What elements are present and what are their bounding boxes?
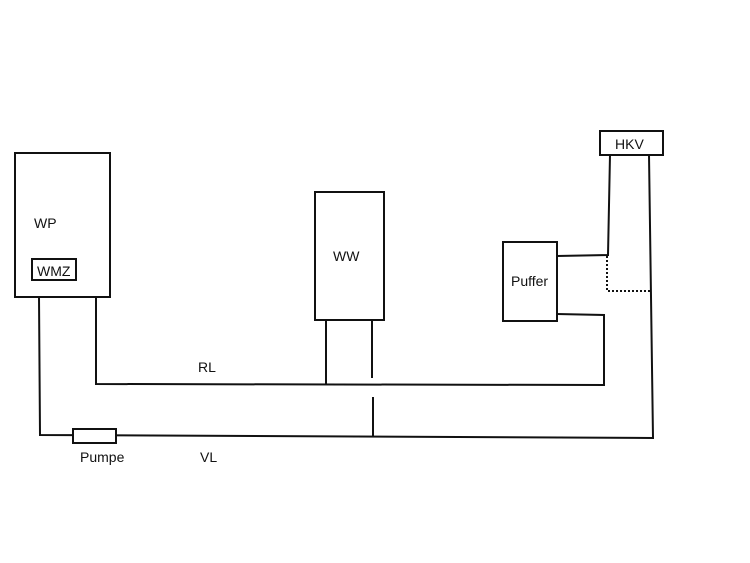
hkv-box [599,130,664,156]
rl-label: RL [198,359,216,375]
wp-label: WP [34,215,57,231]
vl-label: VL [200,449,217,465]
pumpe-label: Pumpe [80,449,125,465]
puffer-label: Puffer [511,273,548,289]
rl-pipe [95,297,605,387]
wmz-box [31,258,77,281]
wmz-label: WMZ [37,263,71,279]
puffer-box [502,241,558,322]
pumpe-symbol [72,428,117,444]
dotted-bypass-line [606,256,651,292]
puffer-hkv-pipe [556,154,611,257]
vl-pipe [38,154,655,440]
ww-label: WW [333,248,360,264]
hkv-label: HKV [615,136,644,152]
ww-box [314,191,385,321]
